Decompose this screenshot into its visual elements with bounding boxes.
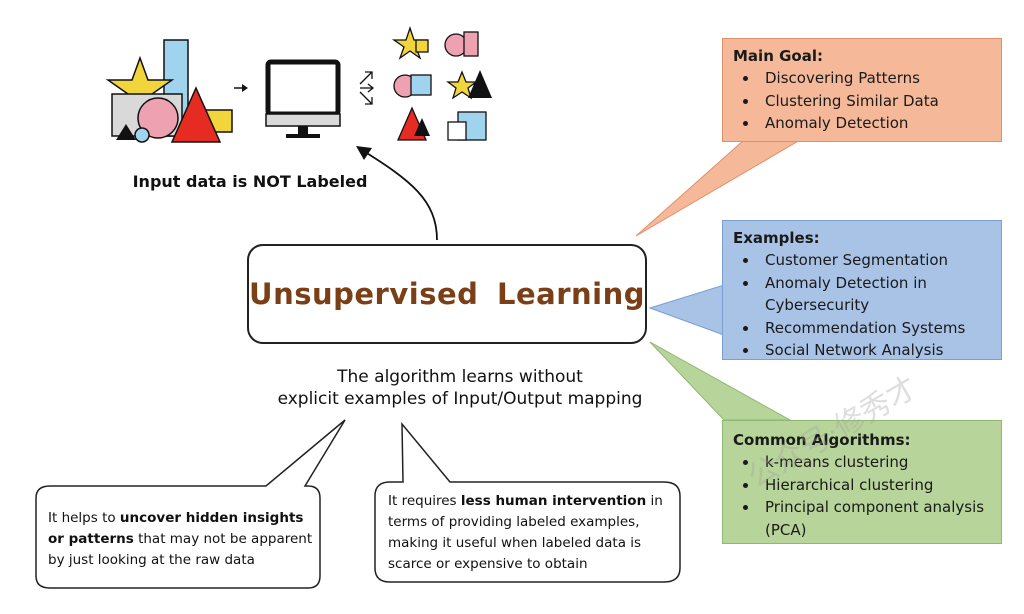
input-shapes-icon <box>105 39 233 143</box>
algorithms-list: k-means clustering Hierarchical clusteri… <box>733 451 991 541</box>
input-label: Input data is NOT Labeled <box>132 172 368 191</box>
algorithms-title: Common Algorithms: <box>733 431 911 449</box>
right-bubble-text: It requires less human intervention in t… <box>388 491 673 575</box>
arrow-right-icon <box>234 84 248 92</box>
main-goal-list: Discovering Patterns Clustering Similar … <box>733 67 991 135</box>
description: The algorithm learns without explicit ex… <box>240 366 680 410</box>
list-item: k-means clustering <box>759 451 991 474</box>
main-concept-box: Unsupervised Learning <box>247 244 647 344</box>
description-line-2: explicit examples of Input/Output mappin… <box>277 389 643 409</box>
left-bubble-text: It helps to uncover hidden insights or p… <box>48 508 318 571</box>
description-line-1: The algorithm learns without <box>337 367 583 387</box>
examples-callout-wedge <box>648 284 725 336</box>
left-speech-bubble <box>35 419 346 589</box>
list-item: Anomaly Detection <box>759 112 991 135</box>
monitor-icon <box>265 59 341 138</box>
algorithms-panel: Common Algorithms: k-means clustering Hi… <box>722 420 1002 544</box>
right-bubble-bold: less human intervention <box>460 493 647 509</box>
right-bubble-post: in terms of providing labeled examples, … <box>388 493 663 572</box>
main-goal-panel: Main Goal: Discovering Patterns Clusteri… <box>722 38 1002 142</box>
examples-panel: Examples: Customer Segmentation Anomaly … <box>722 220 1002 360</box>
main-goal-title: Main Goal: <box>733 47 823 65</box>
list-item: Recommendation Systems <box>759 317 991 340</box>
list-item: Hierarchical clustering <box>759 474 991 497</box>
main-title: Unsupervised Learning <box>249 277 645 311</box>
fan-arrows-icon <box>359 71 375 105</box>
list-item: Customer Segmentation <box>759 249 991 272</box>
list-item: Social Network Analysis <box>759 339 991 362</box>
curved-arrow-head <box>356 146 372 160</box>
right-bubble-pre: It requires <box>388 493 461 509</box>
right-speech-bubble <box>374 421 681 583</box>
examples-list: Customer Segmentation Anomaly Detection … <box>733 249 991 362</box>
examples-title: Examples: <box>733 229 820 247</box>
left-bubble-pre: It helps to <box>48 510 120 526</box>
grouped-shapes-icon <box>391 25 492 141</box>
left-bubble-bold: uncover hidden insights or patterns <box>48 510 304 547</box>
list-item: Anomaly Detection in Cybersecurity <box>759 272 955 317</box>
list-item: Discovering Patterns <box>759 67 991 90</box>
list-item: Principal component analysis (PCA) <box>759 496 991 541</box>
list-item: Clustering Similar Data <box>759 90 991 113</box>
left-bubble-post: that may not be apparent by just looking… <box>48 531 313 568</box>
curved-arrow <box>361 149 438 241</box>
